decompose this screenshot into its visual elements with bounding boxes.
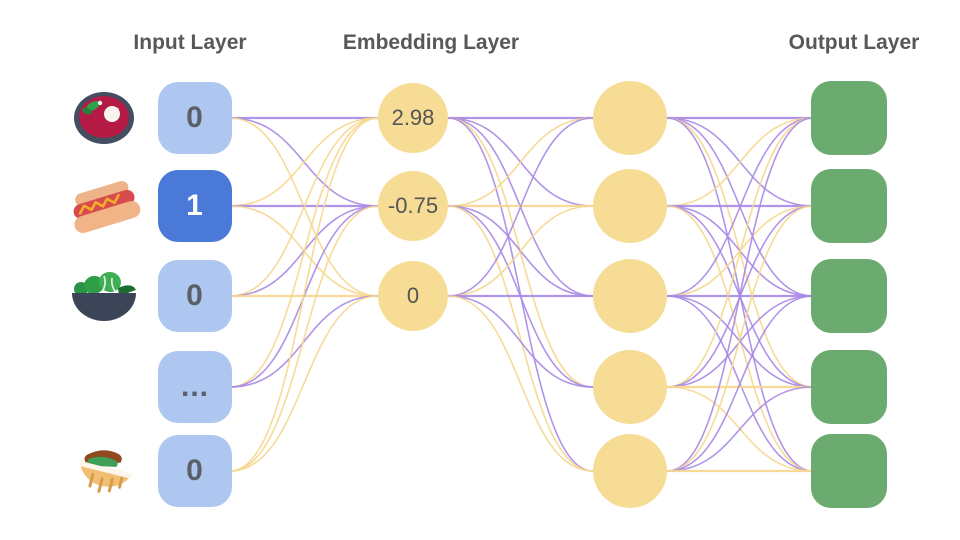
- edge: [447, 205, 594, 297]
- embedding-node: 0: [378, 261, 448, 331]
- embedding-node: -0.75: [378, 171, 448, 241]
- edge: [447, 117, 594, 207]
- edge: [666, 205, 814, 472]
- input-node: 0: [158, 82, 232, 154]
- input-value: 0: [186, 454, 204, 487]
- edge: [666, 295, 814, 472]
- edge: [447, 117, 594, 388]
- edge: [229, 295, 379, 388]
- edge: [229, 205, 379, 472]
- edge: [447, 295, 594, 388]
- edge: [666, 117, 814, 207]
- input-node: 1: [158, 170, 232, 242]
- embedding-value: 0: [406, 283, 420, 308]
- hidden-node: [593, 259, 667, 333]
- edge: [229, 295, 379, 472]
- edge: [666, 117, 814, 297]
- output-node: [811, 434, 887, 508]
- borscht-bowl-icon: [74, 92, 134, 144]
- input-value: ...: [180, 370, 209, 403]
- hidden-node: [593, 169, 667, 243]
- edge: [447, 117, 594, 297]
- edge: [229, 117, 379, 207]
- hotdog-icon: [73, 180, 141, 233]
- input-value: 0: [186, 101, 204, 134]
- embedding-node: 2.98: [378, 83, 448, 153]
- salad-bowl-icon: [72, 271, 136, 321]
- input-value: 0: [186, 279, 204, 312]
- embedding-layer-title: Embedding Layer: [342, 31, 520, 54]
- output-layer-title: Output Layer: [788, 31, 920, 54]
- embedding-value: -0.75: [387, 193, 439, 218]
- edge: [229, 117, 379, 297]
- input-layer-title: Input Layer: [133, 31, 247, 54]
- pita-icon: [79, 450, 133, 493]
- edge: [666, 117, 814, 472]
- output-node: [811, 350, 887, 424]
- embedding-value: 2.98: [391, 105, 435, 130]
- hidden-node: [593, 350, 667, 424]
- edge: [666, 117, 814, 388]
- output-node: [811, 81, 887, 155]
- edge: [447, 205, 594, 472]
- input-node: 0: [158, 435, 232, 507]
- input-node: ...: [158, 351, 232, 423]
- hidden-node: [593, 434, 667, 508]
- input-node: 0: [158, 260, 232, 332]
- edge: [447, 295, 594, 472]
- output-node: [811, 259, 887, 333]
- edge: [666, 386, 814, 472]
- hidden-node: [593, 81, 667, 155]
- edge: [229, 117, 379, 388]
- edge: [229, 117, 379, 472]
- output-node: [811, 169, 887, 243]
- input-value: 1: [186, 189, 204, 222]
